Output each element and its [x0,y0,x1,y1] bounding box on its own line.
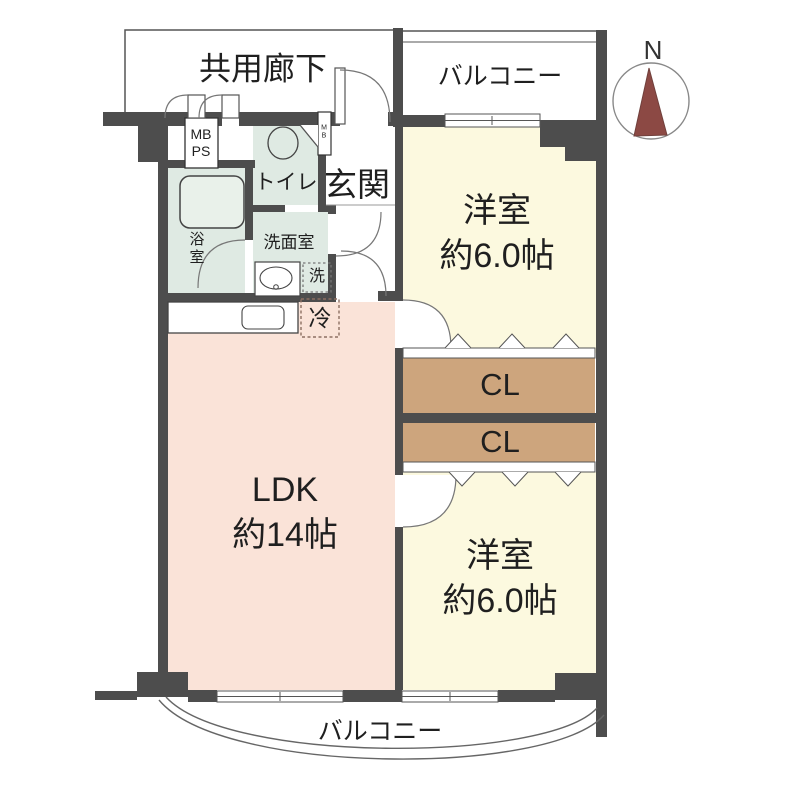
windows [216,113,541,703]
door-swing-arc [164,94,189,119]
hall-ldk-door-arc [340,250,387,297]
bedroom-upper-label: 洋室約6.0帖 [439,192,555,275]
north-arrow-icon [612,62,690,140]
wall-segment [328,254,336,302]
wall-segment [395,527,403,690]
wall-segment [158,293,336,302]
closet-doors [402,333,596,487]
entrance-label: 玄関 [324,166,390,204]
bathroom-label: 浴室 [189,231,205,266]
bathroom-door-arc [197,239,246,289]
vanity-sink-icon [254,261,301,297]
mbps-box [184,117,219,169]
wall-segment [540,120,596,147]
door-leaf [221,94,240,119]
balcony-bottom-rail [158,696,605,760]
entrance-door-leaf [334,67,346,125]
corridor-label: 共用廊下 [198,50,328,87]
wall-segment [403,115,445,127]
door-swing-arc [198,94,223,119]
fridge-label: 冷 [308,304,332,331]
washroom-door-arc [335,211,382,257]
bedroom-lower-label: 洋室約6.0帖 [442,537,558,620]
door-arcs [164,67,391,297]
closet-lower-label: CL [480,424,520,460]
kitchen-sink-icon [241,305,285,330]
toilet-label: トイレ [254,170,318,194]
closet-fold-marker [554,471,582,487]
entrance-door-arc [339,69,391,123]
wall-segment [555,673,607,700]
wall-segment [343,690,402,702]
wall-segment [498,690,555,702]
wall-segment [95,691,137,700]
bedroom-upper-door [403,300,451,348]
door-leaf [187,94,206,119]
washer-label: 洗 [308,267,326,285]
closet-upper-label: CL [480,367,520,403]
balcony-top-label: バルコニー [437,62,563,91]
walls [95,28,607,737]
wall-segment [393,28,403,127]
closet-fold-marker [498,333,526,349]
wall-segment [137,672,188,697]
closet-fold-marker [448,471,476,487]
wall-segment [158,112,168,692]
balcony-top-rail [398,30,607,43]
bedroom-lower-door [403,475,456,527]
bedroom-lower-door-arc [402,474,457,528]
wall-segment [395,127,403,300]
sink-drain-icon [273,284,279,290]
wall-segment [328,205,336,214]
wall-segment [395,413,607,423]
wall-segment [596,30,607,737]
fixtures [167,126,395,338]
north-label: N [643,35,663,66]
wall-segment [395,348,403,475]
wall-segment [318,112,326,205]
toilet-icon [267,126,299,160]
wall-segment [245,160,253,240]
room-ldk [168,302,395,690]
bathtub-icon [179,175,245,229]
washroom-label: 洗面室 [263,233,315,253]
room-closet-upper [403,358,595,413]
closet-fold-marker [552,333,580,349]
corridor-outline [124,29,398,112]
closet-upper-door-track [402,347,596,359]
toilet-corner-door [299,124,319,148]
fridge-space-outline [300,298,340,338]
room-closet-lower [403,423,595,462]
wall-segment [188,690,217,702]
wall-segment [378,291,403,301]
closet-fold-marker [501,471,529,487]
wall-segment [239,112,340,126]
wall-segment [253,205,285,212]
balcony-bottom-label: バルコニー [317,717,443,746]
closet-fold-marker [444,333,472,349]
wall-segment [318,205,328,212]
wall-segment [565,147,596,161]
bedroom-upper-door-arc [402,299,452,349]
washer-space-outline [302,262,332,293]
closet-lower-door-track [402,461,596,473]
